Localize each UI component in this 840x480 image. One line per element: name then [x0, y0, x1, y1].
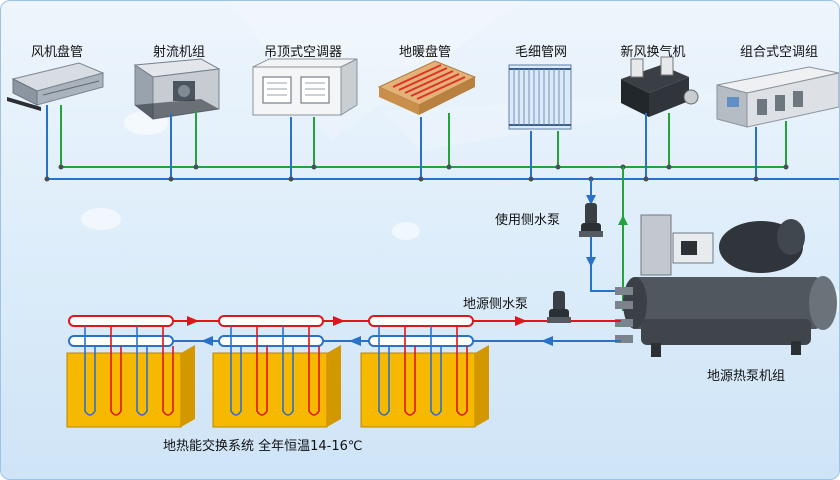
u-tube — [282, 326, 294, 416]
distribution-pipes — [44, 105, 839, 311]
ceiling-ac-icon — [252, 58, 358, 116]
u-tube — [162, 326, 174, 416]
fan-coil-icon — [7, 62, 105, 111]
u-tube — [456, 326, 468, 416]
u-tube — [404, 326, 416, 416]
heat-pump-label: 地源热泵机组 — [707, 369, 786, 384]
flow-arrow-left-icon — [541, 336, 553, 346]
flow-arrow-right-icon — [187, 316, 199, 326]
flow-arrow-down-icon — [586, 257, 596, 267]
ahu-icon — [716, 66, 839, 128]
equipment-label-fresh-air: 新风换气机 — [620, 45, 686, 60]
u-tube — [256, 326, 268, 416]
u-tube — [430, 326, 442, 416]
use-side-pump-label: 使用侧水泵 — [495, 213, 561, 228]
equipment-label-ahu: 组合式空调组 — [739, 45, 819, 60]
capillary-mat-icon — [508, 64, 572, 130]
flow-arrow-right-icon — [333, 316, 345, 326]
u-tube-loops — [84, 326, 468, 416]
u-tube — [136, 326, 148, 416]
equipment-label-capillary-mat: 毛细管网 — [514, 45, 568, 60]
header-tubes — [68, 315, 474, 347]
u-tube — [110, 326, 122, 416]
fresh-air-unit-icon — [621, 56, 699, 117]
floor-heating-icon — [377, 60, 477, 115]
flow-arrow-up-icon — [618, 215, 628, 225]
flow-arrow-left-icon — [201, 336, 213, 346]
source-side-pump-label: 地源侧水泵 — [463, 297, 529, 312]
u-tube — [230, 326, 242, 416]
geothermal-caption: 地热能交换系统 全年恒温14-16℃ — [163, 439, 363, 454]
flow-arrow-right-icon — [515, 316, 527, 326]
u-tube — [84, 326, 96, 416]
equipment-label-jet-unit: 射流机组 — [152, 45, 206, 60]
equipment-label-ceiling-ac: 吊顶式空调器 — [263, 45, 343, 60]
heat-pump-unit-icon — [615, 214, 837, 357]
flow-arrow-down-icon — [586, 195, 596, 205]
u-tube — [378, 326, 390, 416]
flow-arrow-left-icon — [349, 336, 361, 346]
use-side-pump-icon — [579, 203, 603, 237]
equipment-label-floor-heating: 地暖盘管 — [398, 45, 452, 60]
source-side-pump-icon — [547, 291, 571, 323]
u-tube — [308, 326, 320, 416]
jet-unit-icon — [133, 58, 221, 121]
equipment-label-fan-coil: 风机盘管 — [30, 45, 84, 60]
ground-boreholes — [66, 345, 489, 428]
